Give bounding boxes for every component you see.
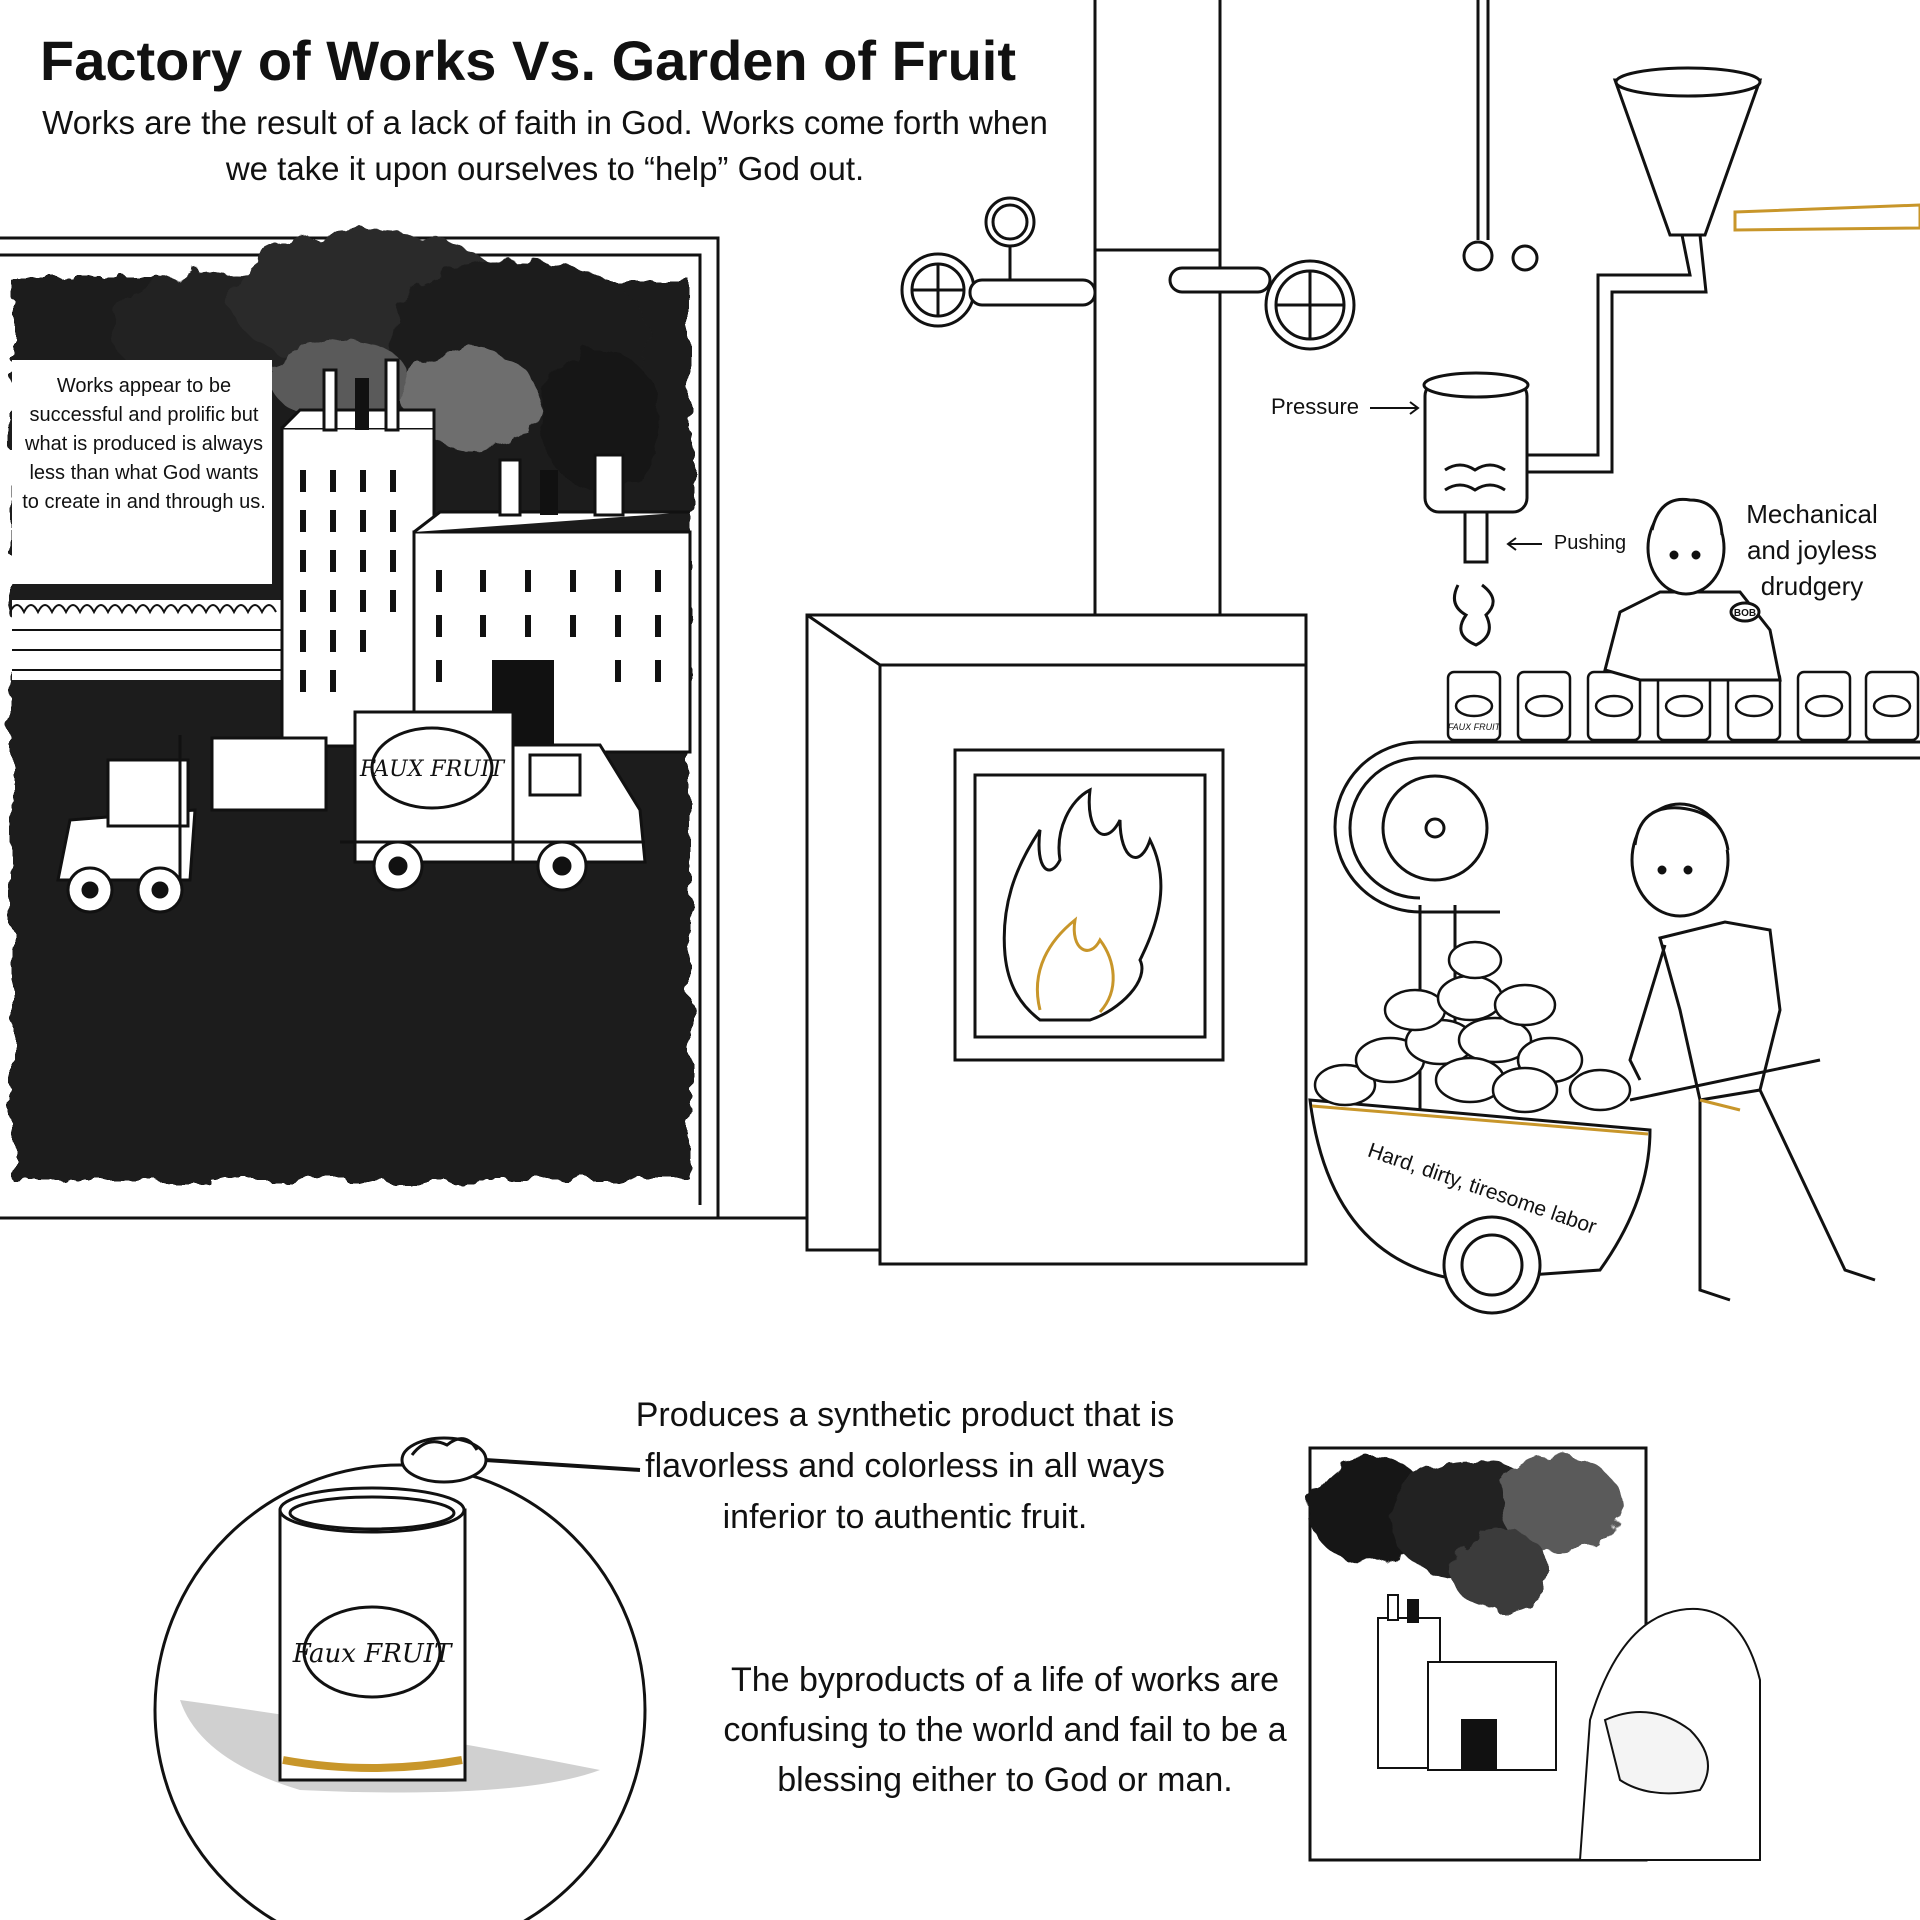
wheelbarrow (1308, 1058, 1821, 1315)
truck-faux-fruit-label: FAUX FRUIT (359, 757, 506, 782)
pressure-label: Pressure (1270, 394, 1360, 419)
tall-factory-building (280, 358, 436, 748)
press-machine (1422, 0, 1920, 647)
rock-pile (1313, 940, 1632, 1114)
page-title: Factory of Works Vs. Garden of Fruit (40, 29, 1017, 92)
delivery-truck (340, 710, 647, 892)
faux-fruit-can-vignette (153, 1436, 647, 1920)
pushing-label: Pushing (1553, 532, 1627, 554)
factory-doorway-frame (0, 236, 810, 1220)
annotation-arrows (1370, 401, 1542, 551)
furnace (805, 0, 1356, 1266)
belt-worker (1603, 497, 1782, 682)
byproducts-description: The byproducts of a life of works are co… (723, 1661, 1287, 1799)
worker-name-badge: BOB (1734, 608, 1756, 619)
canned-goods-row (1446, 670, 1920, 742)
product-description: Produces a synthetic product that is fla… (635, 1396, 1175, 1536)
belt-can-label: FAUX FRUIT (1448, 722, 1502, 732)
byproducts-panel (1308, 1446, 1761, 1862)
drudgery-label: Mechanical and joyless drudgery (1746, 499, 1878, 601)
page-subtitle: Works are the result of a lack of faith … (42, 104, 1048, 187)
can-label-faux-fruit: Faux FRUIT (292, 1639, 453, 1669)
smoke-clouds (110, 230, 660, 490)
works-factory-panel: FAUX FRUIT (9, 230, 692, 1180)
barbed-wire-fence (9, 604, 282, 671)
wheelbarrow-worker (1628, 802, 1876, 1302)
works-note: Works appear to be successful and prolif… (22, 375, 266, 513)
forklift (56, 735, 328, 914)
